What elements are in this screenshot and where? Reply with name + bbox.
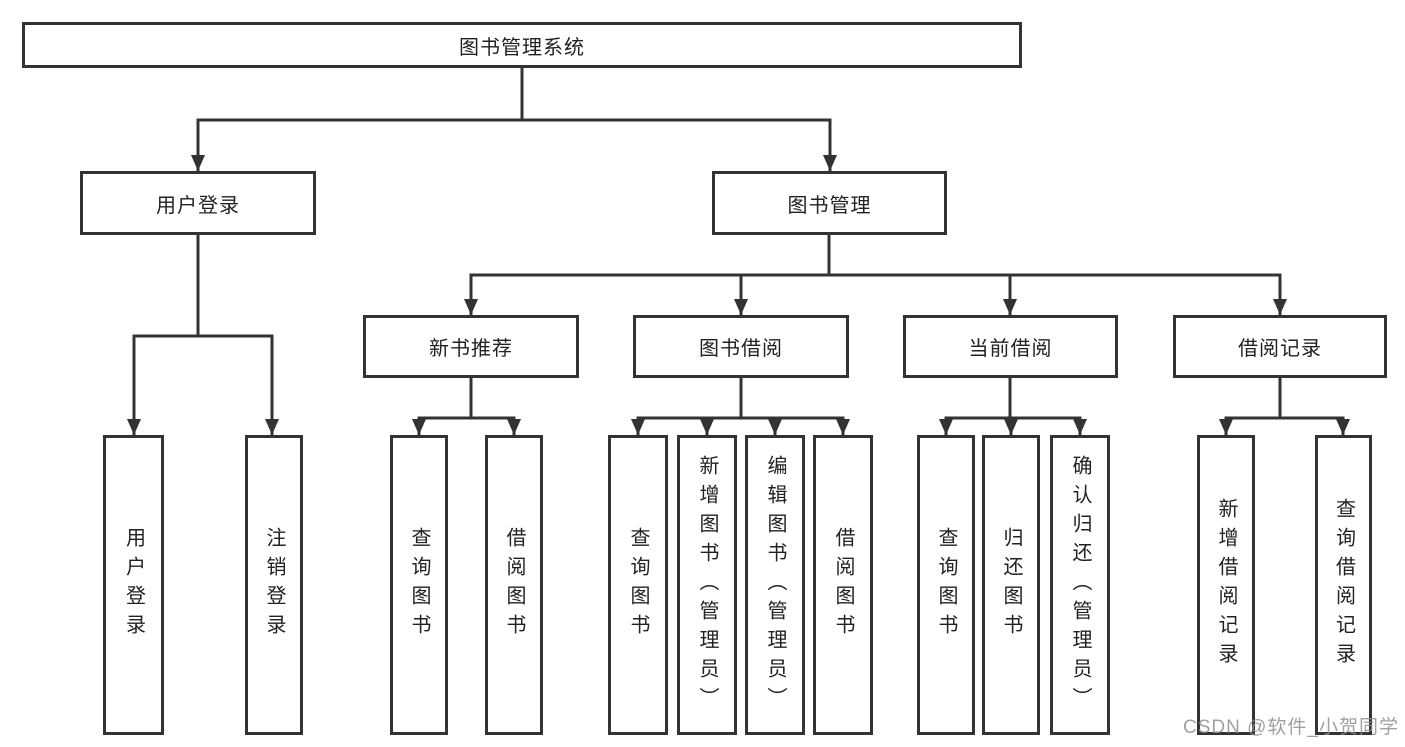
node-borrow-records: 借阅记录 (1173, 315, 1387, 378)
leaf-logout: 注销登录 (245, 435, 303, 735)
leaf-user-login: 用户登录 (103, 435, 164, 735)
leaf-query-borrow-record: 查询借阅记录 (1315, 435, 1372, 735)
leaf-logout-label: 注销登录 (263, 527, 285, 643)
leaf-return-book: 归还图书 (982, 435, 1040, 735)
leaf-edit-book-admin: 编辑图书（管理员） (745, 435, 805, 735)
leaf-query-books-current: 查询图书 (917, 435, 975, 735)
node-book-borrow: 图书借阅 (633, 315, 849, 378)
leaf-edit-book-admin-label: 编辑图书（管理员） (764, 454, 786, 716)
leaf-return-book-label: 归还图书 (1000, 527, 1022, 643)
leaf-query-books-borrow: 查询图书 (608, 435, 668, 735)
watermark: CSDN @软件_小贺同学 (1183, 717, 1399, 738)
leaf-confirm-return-admin-label: 确认归还（管理员） (1069, 454, 1091, 716)
node-current-borrow: 当前借阅 (903, 315, 1118, 378)
leaf-user-login-label: 用户登录 (122, 527, 145, 643)
leaf-add-borrow-record: 新增借阅记录 (1197, 435, 1255, 735)
leaf-borrow-books: 借阅图书 (813, 435, 873, 735)
leaf-add-borrow-record-label: 新增借阅记录 (1215, 498, 1237, 672)
node-book-management: 图书管理 (712, 171, 947, 235)
leaf-confirm-return-admin: 确认归还（管理员） (1050, 435, 1110, 735)
node-user-login: 用户登录 (80, 171, 316, 235)
leaf-borrow-books-recommend: 借阅图书 (485, 435, 543, 735)
node-new-book-recommend: 新书推荐 (363, 315, 579, 378)
leaf-query-books-current-label: 查询图书 (935, 527, 957, 643)
leaf-query-borrow-record-label: 查询借阅记录 (1332, 498, 1355, 672)
leaf-query-books-borrow-label: 查询图书 (627, 527, 649, 643)
leaf-add-book-admin-label: 新增图书（管理员） (696, 454, 718, 716)
leaf-borrow-books-label: 借阅图书 (832, 527, 854, 643)
leaf-add-book-admin: 新增图书（管理员） (677, 435, 737, 735)
leaf-query-books-recommend: 查询图书 (390, 435, 448, 735)
leaf-borrow-books-recommend-label: 借阅图书 (503, 527, 525, 643)
leaf-query-books-recommend-label: 查询图书 (408, 527, 430, 643)
node-root-system: 图书管理系统 (22, 22, 1022, 68)
